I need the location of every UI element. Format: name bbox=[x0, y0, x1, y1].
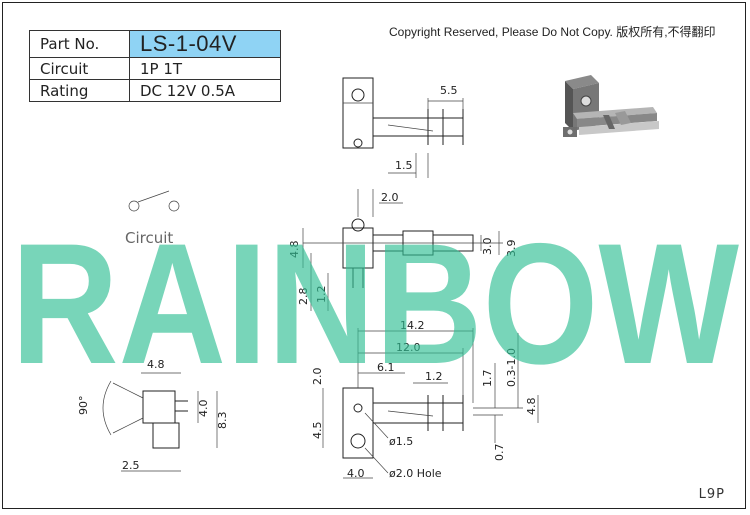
dim-label: 4.5 bbox=[311, 422, 324, 440]
dim-label: 2.0 bbox=[381, 191, 399, 204]
dim-label: 14.2 bbox=[400, 319, 425, 332]
bottom-view bbox=[322, 328, 539, 479]
technical-drawing: 5.5 1.5 Circuit 2.0 bbox=[11, 75, 740, 480]
dim-label: 90° bbox=[77, 396, 90, 416]
spec-value: DC 12V 0.5A bbox=[129, 79, 281, 102]
dim-label: 4.0 bbox=[197, 400, 210, 418]
dim-label: 0.3-1.0 bbox=[505, 348, 518, 387]
top-view bbox=[342, 77, 464, 178]
dim-label: 3.9 bbox=[505, 240, 518, 258]
copyright-notice: Copyright Reserved, Please Do Not Copy. … bbox=[389, 25, 716, 39]
dim-label: 0.7 bbox=[493, 444, 506, 462]
dim-label: 2.8 bbox=[297, 288, 310, 306]
dim-label: 4.8 bbox=[288, 241, 301, 259]
brand-watermark: RAINBOW bbox=[11, 208, 740, 400]
dim-label: 3.0 bbox=[481, 238, 494, 256]
dim-label: 1.5 bbox=[395, 159, 413, 172]
dim-label: 4.8 bbox=[525, 398, 538, 416]
drawing-sheet: Part No. LS-1-04V Circuit 1P 1T Rating D… bbox=[2, 2, 746, 509]
dim-label: 2.5 bbox=[122, 459, 140, 472]
page-code: L9P bbox=[698, 487, 725, 502]
spec-label: Part No. bbox=[29, 30, 130, 58]
dim-label: 6.1 bbox=[377, 361, 395, 374]
circuit-symbol bbox=[128, 190, 180, 212]
product-photo bbox=[563, 75, 659, 137]
dim-label: 1.2 bbox=[425, 370, 443, 383]
dim-label: 5.5 bbox=[440, 84, 458, 97]
spec-label: Circuit bbox=[29, 57, 130, 80]
dim-label: 4.0 bbox=[347, 467, 365, 480]
end-view bbox=[102, 372, 218, 472]
dim-label: 1.7 bbox=[481, 370, 494, 388]
dim-label: 12.0 bbox=[396, 341, 421, 354]
spec-row-part-no: Part No. LS-1-04V bbox=[29, 30, 281, 58]
spec-table: Part No. LS-1-04V Circuit 1P 1T Rating D… bbox=[29, 30, 281, 102]
spec-row-rating: Rating DC 12V 0.5A bbox=[29, 79, 281, 102]
dim-label: 4.8 bbox=[147, 358, 165, 371]
side-view bbox=[302, 189, 503, 311]
dim-label: 8.3 bbox=[216, 412, 229, 430]
dim-label: 2.0 bbox=[311, 368, 324, 386]
part-number: LS-1-04V bbox=[129, 30, 281, 58]
dim-label: ø2.0 Hole bbox=[389, 467, 442, 480]
dim-label: 1.2 bbox=[315, 286, 328, 304]
dim-label: ø1.5 bbox=[389, 435, 413, 448]
circuit-label: Circuit bbox=[125, 229, 173, 247]
